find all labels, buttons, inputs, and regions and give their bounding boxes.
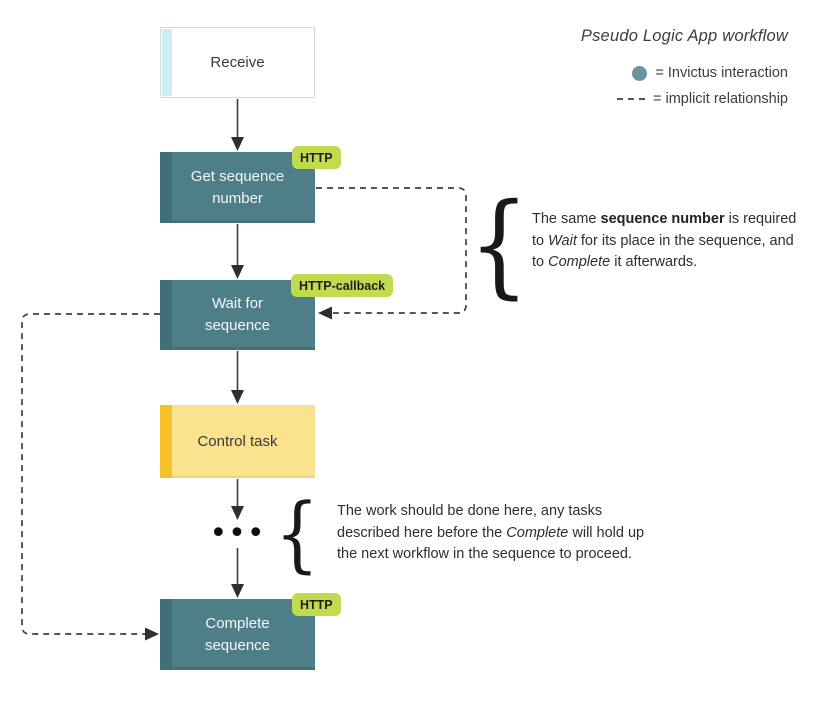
note-line: to Complete it afterwards. [532,254,698,270]
arrowhead-down-icon [231,390,244,404]
arrowhead-left-icon [318,306,332,320]
legend-item-invictus: = Invictus interaction [632,63,788,83]
invictus-circle-icon [632,65,648,81]
legend-item-implicit: = implicit relationship [617,89,788,109]
curly-brace-icon: { [468,180,530,310]
ellipsis-dots: ••• [209,516,266,551]
legend: = Invictus interaction = implicit relati… [617,63,788,109]
work-note: The work should be done here, any tasks … [337,501,747,566]
node-label: Complete sequence [204,614,271,654]
diagram-title: Pseudo Logic App workflow [580,27,788,45]
note-line: The work should be done here, any tasks [337,503,603,519]
legend-label: = Invictus interaction [655,65,788,81]
node-receive: Receive [160,27,315,98]
node-label: Get sequence number [190,167,285,207]
http-badge: HTTP [292,593,341,616]
node-complete-sequence: Complete sequence [160,599,315,670]
node-accent-strip [160,599,172,670]
node-label: Control task [197,432,278,450]
curly-brace-icon: { [274,486,320,582]
http-badge: HTTP [292,146,341,169]
arrowhead-down-icon [231,584,244,598]
node-label: Wait for sequence [204,295,271,334]
node-wait-for-sequence: Wait for sequence [160,280,315,350]
node-label: Receive [210,53,265,71]
node-accent-strip [160,152,172,223]
note-line: the next workflow in the sequence to pro… [337,546,633,562]
note-line: to Wait for its place in the sequence, a… [532,232,794,249]
dashed-line-icon [617,98,645,100]
node-control-task: Control task [160,405,315,478]
arrowhead-right-icon [145,627,159,641]
node-accent-strip [162,29,172,96]
arrowhead-down-icon [231,137,244,151]
node-accent-strip [160,405,172,478]
sequence-number-note: The same sequence number is required to … [532,209,825,274]
legend-label: = implicit relationship [653,91,788,107]
node-accent-strip [160,280,172,350]
arrowhead-down-icon [231,265,244,279]
http-callback-badge: HTTP-callback [291,274,394,297]
implicit-link-wait-to-complete [21,313,160,635]
node-get-sequence-number: Get sequence number [160,152,315,223]
note-line: described here before the Complete will … [337,524,645,541]
note-line: The same sequence number is required [532,211,797,227]
